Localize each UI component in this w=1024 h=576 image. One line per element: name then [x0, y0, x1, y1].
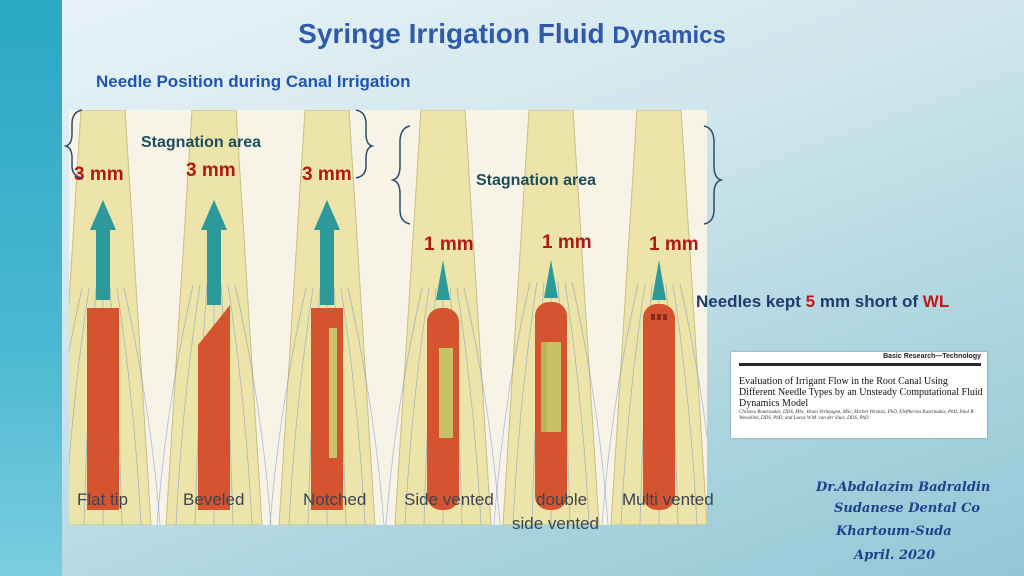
- note-end: WL: [922, 292, 950, 311]
- irrigant-streamline: [156, 284, 194, 525]
- needle-body: [198, 305, 230, 510]
- slide-subtitle: Needle Position during Canal Irrigation: [96, 72, 411, 91]
- needle-name-notched: Notched: [303, 490, 367, 509]
- irrigant-streamline: [463, 287, 501, 525]
- needle-name-side-vented: Side vented: [404, 490, 494, 509]
- irrigant-streamline: [564, 281, 590, 525]
- brace-right-open: [390, 125, 411, 225]
- irrigant-streamline: [404, 287, 430, 525]
- needle-name-multi-vented: Multi vented: [622, 490, 714, 509]
- brace-left-open: [63, 109, 83, 179]
- flow-arrow-head: [201, 200, 227, 230]
- paper-authors: Christos Boutsioukis, DDS, MSc, Bram Ver…: [739, 410, 975, 421]
- paper-title: Evaluation of Irrigant Flow in the Root …: [739, 376, 983, 409]
- irrigant-streamline: [69, 287, 83, 354]
- needle-body: [87, 308, 119, 510]
- flow-arrow-head: [544, 260, 558, 298]
- needle-multi-vent: [651, 314, 655, 320]
- irrigant-streamline: [116, 287, 142, 525]
- distance-label-multi-vented: 1 mm: [649, 234, 699, 255]
- irrigant-streamline: [601, 283, 639, 525]
- irrigant-streamline: [69, 287, 90, 469]
- brace-left-close: [355, 109, 375, 179]
- irrigant-streamline: [679, 283, 707, 440]
- irrigant-streamline: [385, 287, 423, 525]
- irrigant-streamline: [269, 287, 307, 525]
- needle-position-note: Needles kept 5 mm short of WL: [696, 292, 949, 312]
- signature-line-4: April. 2020: [854, 548, 936, 563]
- flow-arrow-head: [652, 260, 666, 300]
- irrigant-streamline: [227, 284, 253, 525]
- needle-side-vent: [547, 342, 561, 432]
- distance-label-double-side-vented: 1 mm: [542, 232, 592, 253]
- irrigant-streamline: [620, 283, 646, 525]
- stagnation-label-right: Stagnation area: [476, 172, 597, 189]
- irrigant-streamline: [175, 284, 201, 525]
- flow-arrow-head: [314, 200, 340, 230]
- paper-thumbnail: Basic Research—Technology Evaluation of …: [731, 352, 987, 438]
- flow-arrow-shaft: [320, 228, 334, 305]
- irrigant-streamline: [123, 287, 161, 525]
- irrigant-streamline: [340, 287, 366, 525]
- needle-multi-vent: [663, 314, 667, 320]
- needle-name-beveled: Beveled: [183, 490, 245, 509]
- needle-notch: [329, 328, 337, 458]
- paper-rule: [739, 363, 981, 366]
- note-value: 5: [805, 292, 816, 311]
- irrigant-streamline: [288, 287, 314, 525]
- needle-body: [311, 308, 343, 510]
- paper-category: Basic Research—Technology: [883, 353, 981, 360]
- title-main: Syringe Irrigation Fluid: [298, 18, 605, 49]
- needle-multi-vent: [657, 314, 661, 320]
- signature-line-3: Khartoum-Suda: [836, 524, 952, 539]
- flow-arrow-head: [436, 260, 450, 300]
- needle-name-side-vented-second-line: side vented: [512, 514, 599, 533]
- needle-simulation-figure: [69, 110, 707, 525]
- irrigant-streamline: [456, 287, 482, 525]
- distance-label-side-vented: 1 mm: [424, 234, 474, 255]
- brace-right-close: [703, 125, 724, 225]
- irrigant-streamline: [347, 287, 385, 525]
- slide-title: Syringe Irrigation Fluid Dynamics: [0, 18, 1024, 50]
- note-mid: mm short of: [819, 292, 919, 311]
- irrigant-streamline: [493, 281, 531, 525]
- signature-line-2: Sudanese Dental Co: [834, 501, 981, 516]
- needle-side-vent: [439, 348, 453, 438]
- needle-body: [643, 304, 675, 510]
- distance-label-beveled: 3 mm: [186, 160, 236, 181]
- left-accent-strip: [0, 0, 62, 576]
- distance-label-notched: 3 mm: [302, 164, 352, 185]
- title-tail: Dynamics: [612, 22, 726, 49]
- flow-arrow-shaft: [96, 228, 110, 300]
- needle-name-flat-tip: Flat tip: [77, 490, 129, 509]
- distance-label-flat-tip: 3 mm: [74, 164, 124, 185]
- needle-second-vent: [541, 342, 547, 432]
- needle-simulation-drawing: [69, 110, 707, 525]
- irrigant-streamline: [234, 284, 272, 525]
- irrigant-streamline: [512, 281, 538, 525]
- signature-line-1: Dr.Abdalazim Badraldin: [816, 480, 991, 495]
- note-prefix: Needles kept: [696, 292, 801, 311]
- irrigant-streamline: [672, 283, 698, 525]
- irrigant-streamline: [571, 281, 609, 525]
- flow-arrow-head: [90, 200, 116, 230]
- flow-arrow-shaft: [207, 228, 221, 305]
- stagnation-label-left: Stagnation area: [141, 134, 262, 151]
- needle-name-double: double: [536, 490, 588, 509]
